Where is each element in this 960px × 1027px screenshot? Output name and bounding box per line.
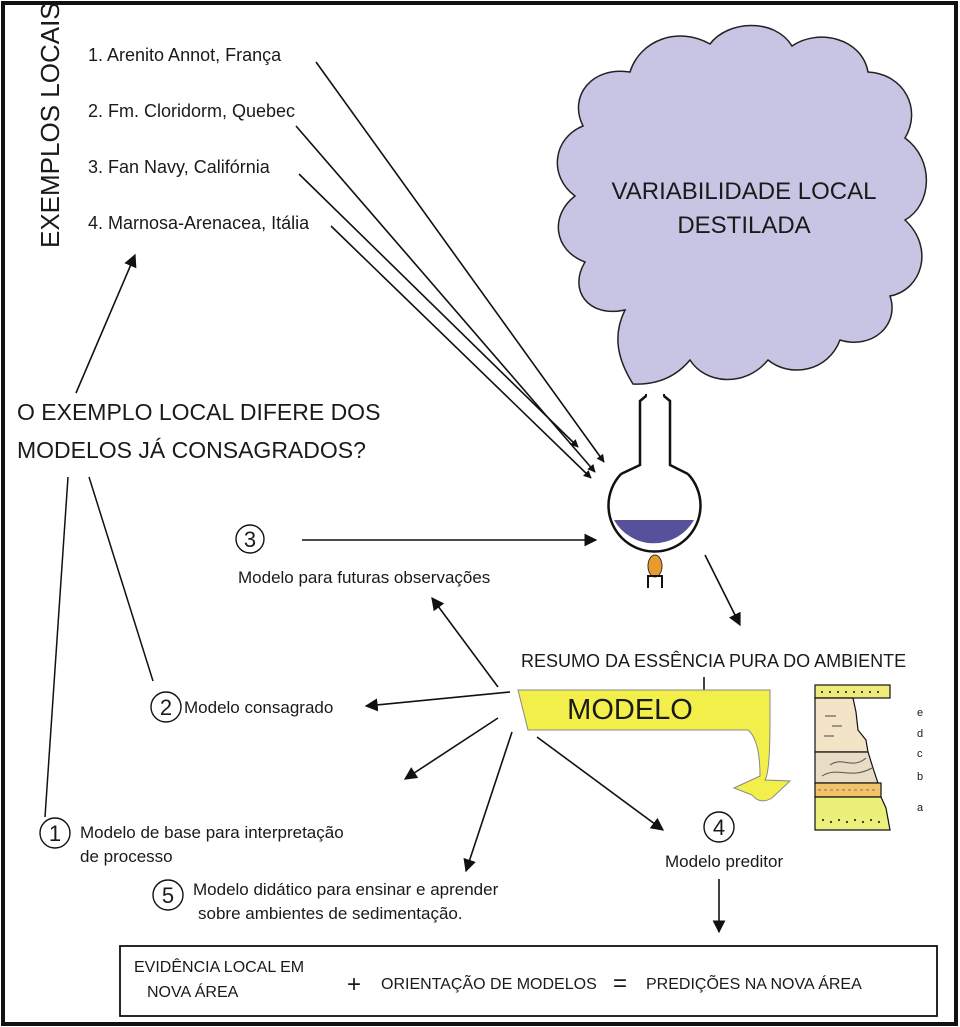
distilled-variability-cloud: VARIABILIDADE LOCAL DESTILADA — [556, 24, 928, 385]
equation-box: EVIDÊNCIA LOCAL EM NOVA ÁREA + ORIENTAÇÃ… — [119, 945, 938, 1017]
summary-label: RESUMO DA ESSÊNCIA PURA DO AMBIENTE — [521, 651, 906, 671]
log-label-a: a — [917, 802, 924, 814]
arrow-example-1 — [315, 61, 605, 463]
number-circle — [235, 524, 265, 554]
line-question-to-use-2 — [88, 476, 154, 682]
equation-term-1-line-2: NOVA ÁREA — [147, 982, 239, 1001]
burner — [647, 575, 663, 588]
arrow-example-3 — [298, 173, 579, 448]
log-label-c: c — [917, 748, 923, 760]
example-to-flask-arrows — [295, 61, 605, 479]
use-5-label-line-2: sobre ambientes de sedimentação. — [198, 904, 463, 923]
use-3-label: Modelo para futuras observações — [238, 568, 490, 587]
arrow-model-to-use-5 — [463, 731, 513, 873]
number: 2 — [160, 695, 172, 720]
use-5-label-line-1: Modelo didático para ensinar e aprender — [193, 880, 499, 899]
number: 4 — [713, 815, 725, 840]
log-label-e: e — [917, 707, 923, 719]
example-4: 4. Marnosa-Arenacea, Itália — [88, 213, 310, 233]
use-5: 5 Modelo didático para ensinar e aprende… — [152, 879, 499, 923]
equation-term-2: ORIENTAÇÃO DE MODELOS — [381, 973, 597, 993]
use-3: 3 Modelo para futuras observações — [235, 524, 490, 587]
model-label: MODELO — [567, 694, 693, 726]
model-output-arrows — [364, 596, 665, 873]
arrow-model-to-use-4 — [536, 736, 665, 831]
equation-frame — [119, 945, 938, 1017]
cloud-label-line-2: DESTILADA — [677, 212, 810, 239]
number: 3 — [244, 527, 256, 552]
use-2: 2 Modelo consagrado — [150, 691, 333, 723]
stratigraphic-log: e d c b a — [814, 684, 924, 831]
question-block: O EXEMPLO LOCAL DIFERE DOS MODELOS JÁ CO… — [17, 399, 380, 463]
example-1: 1. Arenito Annot, França — [88, 45, 282, 65]
question-line-1: O EXEMPLO LOCAL DIFERE DOS — [17, 399, 380, 425]
number-circle — [150, 691, 182, 723]
log-label-d: d — [917, 728, 923, 740]
side-title: EXEMPLOS LOCAIS — [35, 2, 65, 248]
line-question-to-use-1 — [44, 476, 69, 818]
cloud-label-line-1: VARIABILIDADE LOCAL — [612, 178, 877, 205]
arrow-example-4 — [330, 225, 592, 479]
use-4-label: Modelo preditor — [665, 852, 783, 871]
number-circle — [703, 811, 735, 843]
use-1-label-line-2: de processo — [80, 847, 173, 866]
model-banner: MODELO — [517, 689, 792, 802]
number-circle — [152, 879, 184, 911]
log-bed-d — [814, 751, 879, 784]
example-2: 2. Fm. Cloridorm, Quebec — [88, 101, 295, 121]
log-bed-a — [814, 796, 891, 831]
number: 5 — [162, 883, 174, 908]
log-bed-e — [814, 697, 869, 753]
arrow-model-to-use-2 — [364, 691, 511, 712]
equation-term-1-line-1: EVIDÊNCIA LOCAL EM — [134, 957, 304, 976]
equation-equals: = — [613, 970, 627, 997]
use-4: 4 Modelo preditor — [665, 811, 783, 871]
use-1: 1 Modelo de base para interpretação de p… — [39, 817, 344, 866]
distillation-flask — [606, 392, 702, 588]
example-3: 3. Fan Navy, Califórnia — [88, 157, 271, 177]
burner-flame — [647, 554, 663, 578]
use-1-label-line-1: Modelo de base para interpretação — [80, 823, 344, 842]
arrow-model-to-use-3 — [431, 596, 499, 688]
arrow-question-to-examples — [75, 253, 137, 394]
use-2-label: Modelo consagrado — [184, 698, 333, 717]
arrow-model-to-use-1 — [403, 717, 499, 780]
equation-plus: + — [347, 971, 361, 998]
number-circle — [39, 817, 71, 849]
number: 1 — [49, 821, 61, 846]
log-label-b: b — [917, 771, 923, 783]
question-line-2: MODELOS JÁ CONSAGRADOS? — [17, 437, 366, 463]
local-examples-list: 1. Arenito Annot, França 2. Fm. Cloridor… — [88, 45, 310, 233]
arrow-flask-to-summary — [704, 554, 741, 627]
equation-result: PREDIÇÕES NA NOVA ÁREA — [646, 973, 862, 993]
